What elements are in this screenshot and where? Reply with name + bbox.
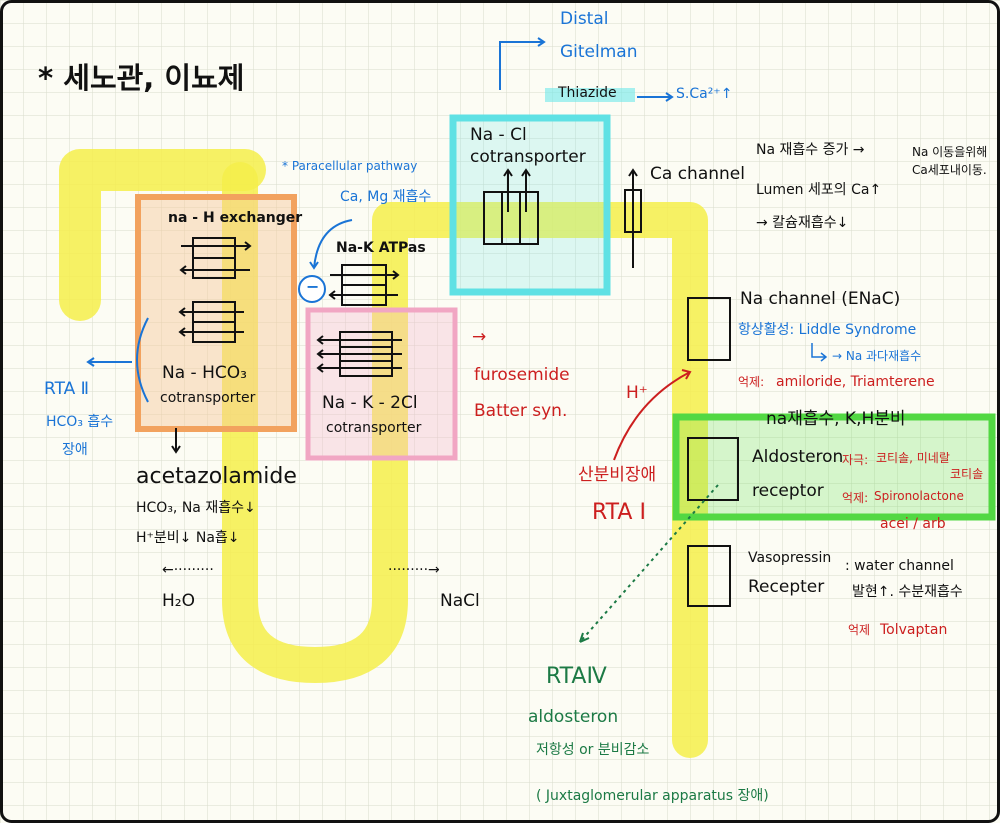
na-excess-label: → Na 과다재흡수 bbox=[832, 349, 922, 363]
distal-arrow bbox=[499, 37, 546, 90]
enac-inhibit-label: 억제: bbox=[738, 375, 765, 389]
paracellular-label: * Paracellular pathway bbox=[282, 159, 418, 173]
acetazolamide-arrow bbox=[171, 428, 181, 454]
na-k-atpase-symbol bbox=[328, 264, 400, 306]
loop-segment-box bbox=[305, 307, 458, 461]
spironolactone-label: Spironolactone bbox=[874, 489, 964, 503]
na-movement-note: Na 이동을위해 bbox=[912, 145, 988, 159]
bartter-label: Batter syn. bbox=[474, 401, 568, 421]
acetazolamide-label: acetazolamide bbox=[136, 464, 297, 489]
h2o-arrow: ←········· bbox=[162, 562, 214, 578]
na-hco3-label: Na - HCO₃ bbox=[162, 363, 247, 383]
ca-channel-symbol bbox=[624, 168, 642, 268]
acei-arb-label: acei / arb bbox=[880, 516, 946, 532]
enac-inhibitors: amiloride, Triamterene bbox=[776, 374, 935, 390]
aldo-agonist-label: 자극: bbox=[842, 453, 869, 467]
na-k-atpase-label: Na-K ATPas bbox=[336, 240, 426, 256]
nkcc-symbol bbox=[316, 331, 402, 377]
aldo-effect-header: na재흡수, K,H분비 bbox=[766, 409, 906, 429]
rta2-desc2: 장애 bbox=[62, 442, 88, 458]
water-reabsorption-label: 발현↑. 수분재흡수 bbox=[852, 584, 963, 600]
liddle-label: 항상활성: Liddle Syndrome bbox=[738, 322, 917, 338]
enac-arrow bbox=[811, 343, 828, 362]
acid-secretion-label: 산분비장애 bbox=[578, 465, 657, 485]
ca-mg-reabsorption-label: Ca, Mg 재흡수 bbox=[340, 189, 432, 205]
aldosteron-receptor-box bbox=[687, 437, 739, 501]
nkcc-sub: cotransporter bbox=[326, 420, 422, 436]
na-h-exchanger-label: na - H exchanger bbox=[168, 210, 303, 226]
nacl-cotransporter-sub: cotransporter bbox=[470, 147, 586, 167]
rta2-desc: HCO₃ 흡수 bbox=[46, 414, 114, 430]
enac-label: Na channel (ENaC) bbox=[740, 289, 901, 309]
aldo-agonist1: 코티솔, 미네랄 bbox=[876, 451, 950, 465]
h-plus-arrow bbox=[613, 369, 692, 461]
enac-receptor-box bbox=[687, 297, 731, 361]
rta4-arrow bbox=[579, 484, 719, 643]
rta4-label: RTAⅣ bbox=[546, 664, 607, 689]
thiazide-arrow bbox=[637, 92, 674, 102]
h-plus-label: H⁺ bbox=[626, 383, 648, 403]
furosemide-label: furosemide bbox=[474, 365, 570, 385]
rta4-cause-label: 저항성 or 분비감소 bbox=[536, 742, 650, 758]
serum-ca-label: S.Ca²⁺↑ bbox=[676, 86, 733, 102]
aldo-agonist2: 코티솔 bbox=[950, 467, 984, 481]
acetazolamide-effect1: HCO₃, Na 재흡수↓ bbox=[136, 500, 256, 516]
na-h-exchanger-symbol bbox=[179, 237, 252, 279]
inhibit-symbol bbox=[298, 275, 326, 303]
nacl-label: NaCl bbox=[440, 591, 480, 611]
ca-intracellular-note: Ca세포내이동. bbox=[912, 163, 987, 177]
nephron-tubule bbox=[59, 149, 708, 758]
distal-segment-box bbox=[449, 114, 611, 296]
paracellular-arrow bbox=[309, 219, 353, 270]
thiazide-label: Thiazide bbox=[558, 85, 617, 101]
aldosteron-label: Aldosteron bbox=[752, 447, 844, 467]
water-channel-label: : water channel bbox=[845, 558, 954, 574]
nacl-arrow: ·········→ bbox=[388, 562, 440, 578]
vasopressin-label: Vasopressin bbox=[748, 550, 832, 566]
aldo-inhibit-label: 억제: bbox=[842, 491, 869, 505]
page-title: * 세노관, 이뇨제 bbox=[38, 61, 245, 95]
nkcc-label: Na - K - 2Cl bbox=[322, 393, 418, 413]
rta2-label: RTA Ⅱ bbox=[44, 379, 90, 399]
gitelman-label: Gitelman bbox=[560, 42, 638, 62]
vasopressin-receptor-label: Recepter bbox=[748, 577, 825, 597]
thiazide-highlight bbox=[545, 88, 635, 102]
inhibit-sign: − bbox=[306, 277, 320, 296]
tolvaptan-label: Tolvaptan bbox=[880, 622, 948, 638]
rta2-arrow bbox=[86, 317, 149, 403]
lumen-ca-label: Lumen 세포의 Ca↑ bbox=[756, 182, 882, 198]
rta4-aldosteron-label: aldosteron bbox=[528, 707, 619, 727]
na-hco3-sub: cotransporter bbox=[160, 390, 256, 406]
h2o-label: H₂O bbox=[162, 591, 195, 611]
vaso-inhibit-label: 억제 bbox=[848, 623, 871, 637]
rta1-label: RTA Ⅰ bbox=[592, 500, 646, 525]
nacl-cotransporter-label: Na - Cl bbox=[470, 125, 527, 145]
na-reabsorption-label: Na 재흡수 증가 → bbox=[756, 142, 865, 158]
acetazolamide-effect2: H⁺분비↓ Na흡↓ bbox=[136, 530, 240, 546]
vasopressin-receptor-box bbox=[687, 545, 731, 607]
receptor-label: receptor bbox=[752, 481, 824, 501]
furosemide-arrow: → bbox=[472, 327, 487, 347]
ca-channel-label: Ca channel bbox=[650, 164, 745, 184]
ca-reabsorption-decrease-label: → 칼슘재흡수↓ bbox=[756, 215, 849, 231]
nacl-cotransporter-symbol bbox=[483, 168, 539, 245]
distal-label: Distal bbox=[560, 9, 609, 29]
jga-label: ( Juxtaglomerular apparatus 장애) bbox=[536, 788, 769, 804]
na-hco3-symbol bbox=[178, 301, 244, 343]
